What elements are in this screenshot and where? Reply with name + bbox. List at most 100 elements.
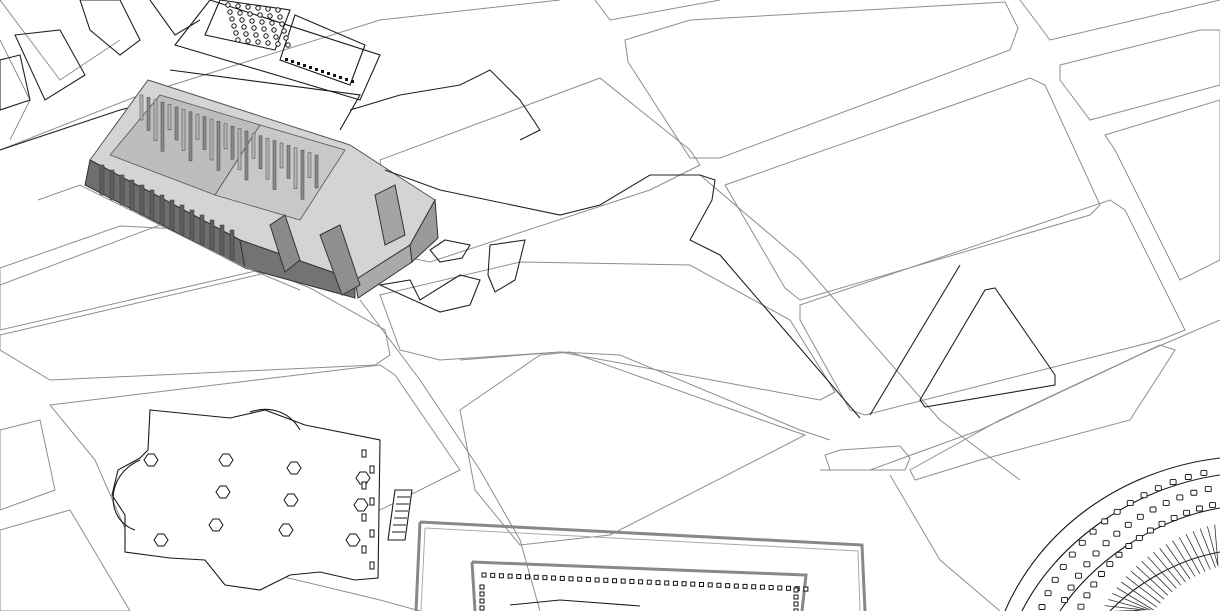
amphitheatre-arch	[1083, 592, 1091, 599]
temple-column	[803, 586, 809, 592]
amphitheatre-radial-wall	[1116, 587, 1154, 611]
city-block	[889, 474, 1001, 611]
amphitheatre-arch	[1097, 571, 1105, 577]
courtyard-pier	[345, 78, 348, 81]
plot-outline	[378, 274, 481, 313]
amphitheatre-radial-wall	[1214, 524, 1219, 565]
amphitheatre-arch	[1200, 469, 1208, 476]
building-rib	[139, 184, 145, 216]
basilica-pier	[286, 461, 302, 475]
city-block	[379, 261, 836, 401]
courtyard-column	[277, 14, 283, 20]
building-rib	[272, 140, 277, 190]
building-rib	[286, 145, 291, 179]
courtyard-column	[261, 26, 267, 32]
building-rib	[153, 99, 158, 142]
courtyard-column	[283, 35, 289, 41]
courtyard-column	[253, 32, 259, 38]
temple-column	[612, 578, 617, 584]
building-rib	[167, 104, 172, 130]
street-edge	[0, 39, 31, 141]
amphitheatre-arch	[1209, 502, 1217, 508]
courtyard-column	[231, 23, 237, 29]
courtyard-column	[269, 20, 275, 26]
city-block	[799, 199, 1186, 416]
amphitheatre-radial-wall	[1206, 526, 1219, 567]
basilica-outline	[111, 409, 381, 591]
city-block	[594, 0, 721, 21]
courtyard-pier	[303, 64, 306, 67]
amphitheatre-arch	[1195, 505, 1203, 512]
amphitheatre-radial-wall	[1141, 561, 1173, 593]
temple-column	[793, 587, 799, 593]
building-rib	[230, 125, 235, 160]
building-plinth	[37, 184, 301, 291]
temple-plan	[414, 520, 867, 611]
amphitheatre-arch	[1067, 584, 1075, 591]
building-rib	[159, 194, 165, 226]
temple-column	[707, 582, 713, 588]
amphitheatre-radial-walls	[1104, 524, 1219, 611]
temple-cella	[509, 599, 641, 607]
courtyard-column	[251, 25, 257, 31]
amphitheatre-arch	[1184, 474, 1192, 480]
courtyard-column	[275, 7, 281, 13]
courtyard-column	[243, 31, 249, 37]
amphitheatre-arch	[1149, 506, 1157, 513]
building-rib	[202, 116, 207, 150]
courtyard-inner	[169, 69, 361, 131]
courtyard-column	[257, 12, 263, 18]
temple-colonnade	[479, 572, 809, 611]
courtyard-column	[227, 9, 233, 15]
street-edge	[0, 0, 121, 81]
amphitheatre-arcade	[1038, 469, 1217, 610]
basilica-column	[369, 529, 375, 538]
temple-column	[551, 575, 557, 581]
amphitheatre-arch	[1061, 596, 1068, 603]
amphitheatre-arch	[1059, 563, 1067, 570]
amphitheatre-arch	[1089, 528, 1097, 535]
building-rib	[237, 128, 242, 170]
temple-column	[542, 575, 548, 581]
building-rib	[216, 121, 221, 171]
temple-column	[498, 573, 504, 579]
temple-column	[516, 574, 522, 580]
amphitheatre-arch	[1126, 500, 1134, 507]
courtyard-column	[265, 6, 271, 12]
temple-inner-wall	[470, 560, 808, 611]
city-block	[824, 445, 911, 471]
plot-outline	[869, 264, 961, 416]
basilica-steps	[387, 489, 413, 541]
basilica-pier	[278, 523, 294, 537]
city-block	[0, 509, 131, 611]
amphitheatre-arch	[1038, 604, 1046, 610]
courtyard-column-grid	[225, 2, 354, 83]
courtyard-pier	[327, 72, 330, 75]
temple-column	[629, 578, 635, 584]
basilica-column	[369, 497, 375, 506]
plot-outline	[149, 0, 201, 36]
basilica-column	[361, 481, 367, 490]
courtyard-inner	[279, 14, 366, 86]
courtyard-column	[245, 38, 251, 44]
temple-column	[585, 577, 591, 583]
amphitheatre-arch	[1146, 527, 1154, 534]
temple-column	[716, 582, 722, 588]
courtyard-column	[237, 10, 243, 16]
temple-column	[681, 581, 687, 587]
amphitheatre-arch	[1090, 581, 1098, 588]
amphitheatre-arch	[1135, 534, 1143, 541]
building-rib	[119, 174, 125, 206]
plot-outline	[429, 239, 471, 263]
courtyard-column	[263, 33, 269, 39]
building-rib	[188, 111, 193, 162]
temple-column	[525, 574, 530, 580]
temple-column	[507, 573, 513, 579]
amphitheatre-arch	[1102, 540, 1110, 547]
courtyard-pier	[351, 80, 354, 83]
temple-column	[620, 578, 626, 584]
basilica-column	[361, 449, 367, 458]
plot-outline	[0, 54, 31, 111]
building-wall-ribs	[99, 94, 319, 261]
basilica-pier	[218, 453, 234, 467]
